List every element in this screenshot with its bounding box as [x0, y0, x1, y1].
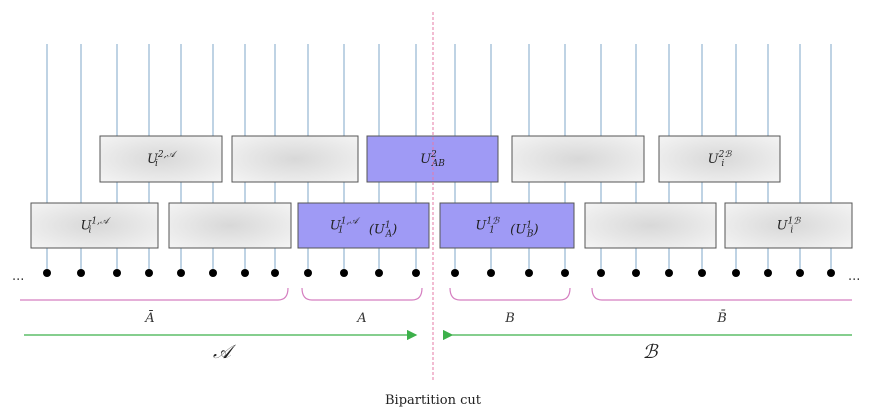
top-gate-3 — [511, 135, 645, 183]
qubit-sites — [43, 269, 835, 277]
qubit-dot-7 — [271, 269, 279, 277]
qubit-dot-11 — [412, 269, 420, 277]
gate-box — [439, 202, 575, 249]
qubit-dot-18 — [665, 269, 673, 277]
gate-box — [231, 135, 359, 183]
brace-b-bar — [591, 287, 852, 301]
qubit-dot-5 — [209, 269, 217, 277]
top-gate-1 — [231, 135, 359, 183]
bottom-gate-1 — [168, 202, 292, 249]
qubit-dot-13 — [487, 269, 495, 277]
gate-box — [30, 202, 159, 249]
qubit-dot-1 — [77, 269, 85, 277]
brace-a-bar — [20, 287, 289, 301]
qubit-dot-12 — [451, 269, 459, 277]
gate-box — [168, 202, 292, 249]
gate-box — [511, 135, 645, 183]
gate-box — [297, 202, 430, 249]
qubit-dot-0 — [43, 269, 51, 277]
brace-a — [301, 287, 423, 301]
region-label-b-bar: B̄ — [716, 310, 727, 326]
subsystem-label-a: 𝒜 — [213, 341, 237, 363]
qubit-dot-9 — [340, 269, 348, 277]
gate-box — [99, 135, 223, 183]
qubit-dot-19 — [698, 269, 706, 277]
qubit-dot-20 — [732, 269, 740, 277]
region-label-a: A — [356, 311, 366, 326]
qubit-dot-8 — [304, 269, 312, 277]
brace-b — [449, 287, 571, 301]
gate-box — [584, 202, 717, 249]
qubit-dot-15 — [561, 269, 569, 277]
bipartition-cut-label: Bipartition cut — [385, 393, 482, 408]
bottom-gate-4 — [584, 202, 717, 249]
qubit-dot-2 — [113, 269, 121, 277]
ellipsis-left: ... — [12, 269, 24, 284]
subsystem-label-b: ℬ — [643, 341, 660, 363]
qubit-dot-6 — [241, 269, 249, 277]
qubit-dot-4 — [177, 269, 185, 277]
ellipsis-right: ... — [848, 269, 860, 284]
qubit-dot-23 — [827, 269, 835, 277]
region-braces — [20, 287, 852, 301]
qubit-dot-14 — [525, 269, 533, 277]
qubit-dot-16 — [597, 269, 605, 277]
region-label-b: B — [504, 311, 515, 326]
qubit-dot-3 — [145, 269, 153, 277]
region-label-a-bar: Ā — [144, 310, 154, 326]
qubit-dot-17 — [632, 269, 640, 277]
qubit-dot-22 — [796, 269, 804, 277]
qubit-dot-10 — [375, 269, 383, 277]
gate-box — [724, 202, 853, 249]
gate-box — [658, 135, 781, 183]
qubit-dot-21 — [764, 269, 772, 277]
